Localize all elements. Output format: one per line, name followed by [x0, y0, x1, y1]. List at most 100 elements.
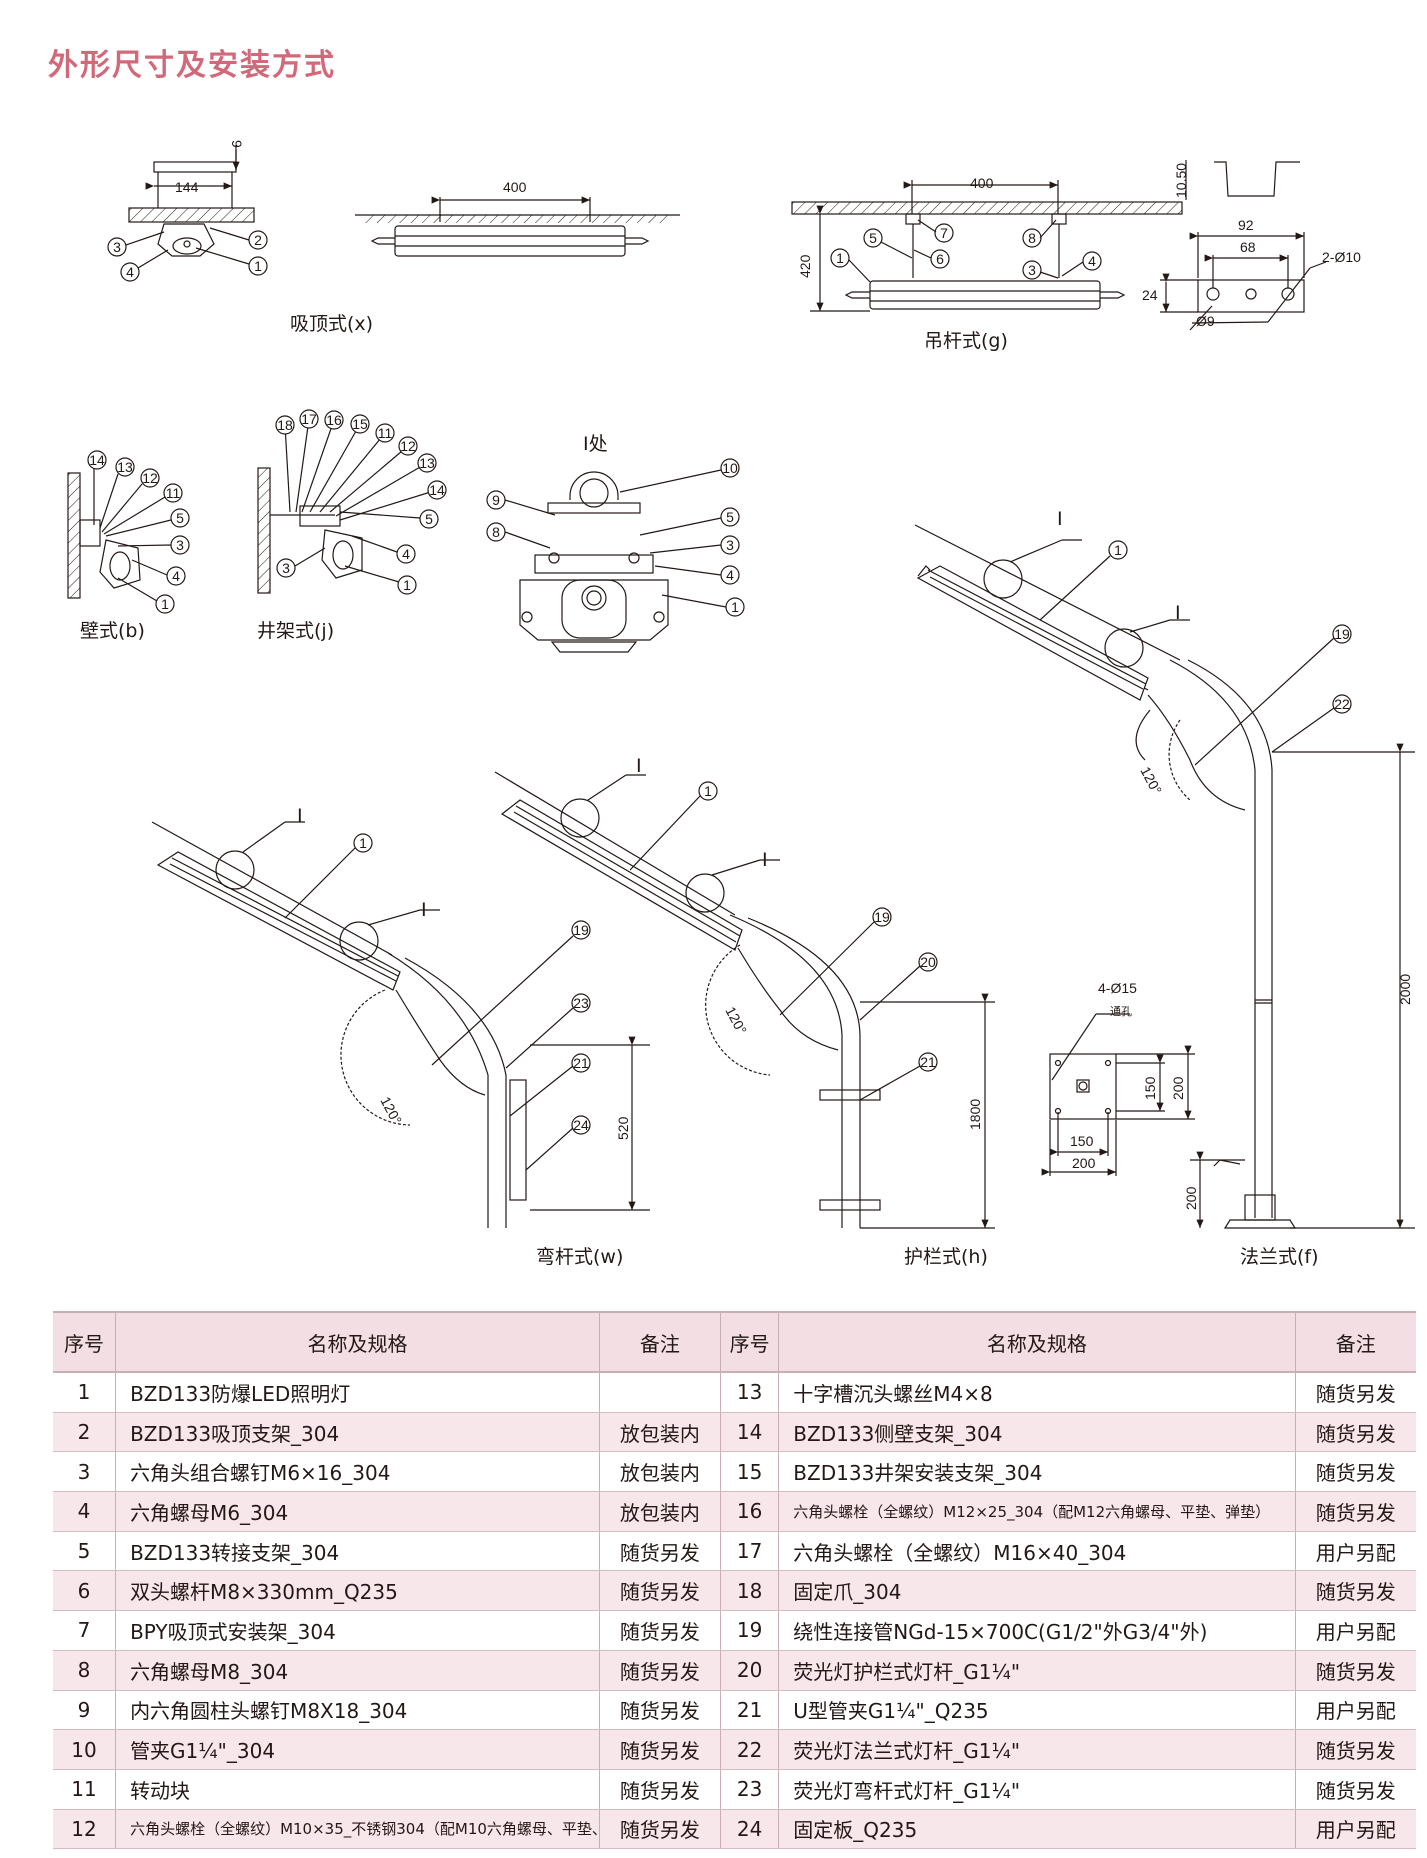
svg-text:13: 13	[419, 455, 435, 471]
cell-note: 随货另发	[599, 1690, 721, 1731]
installation-drawings: 吸顶式(x) 吊杆式(g) 壁式(b) 井架式(j) I处 弯杆式(w) 护栏式…	[67, 140, 1415, 1268]
caption-wall: 壁式(b)	[80, 620, 145, 642]
caption-flange: 法兰式(f)	[1240, 1246, 1319, 1268]
cell-note: 随货另发	[1295, 1729, 1416, 1770]
table-row: 12 六角头螺栓（全螺纹）M10×35_不锈钢304（配M10六角螺母、平垫、弹…	[53, 1809, 1416, 1850]
flange-200-v: 200	[1170, 1076, 1186, 1100]
dim-w-height: 520	[615, 1116, 631, 1140]
dim-x-length: 400	[503, 179, 527, 195]
cell-note: 随货另发	[599, 1769, 721, 1810]
cell-name: BZD133防爆LED照明灯	[115, 1372, 600, 1413]
table-row: 7 BPY吸顶式安装架_304 随货另发 19 绕性连接管NGd-15×700C…	[53, 1610, 1416, 1651]
table-row: 2 BZD133吸顶支架_304 放包装内 14 BZD133侧壁支架_304 …	[53, 1412, 1416, 1453]
header-no-1: 序号	[53, 1311, 117, 1373]
svg-text:1: 1	[254, 258, 262, 274]
svg-text:1: 1	[1114, 542, 1122, 558]
svg-text:1: 1	[359, 835, 367, 851]
cell-no: 2	[53, 1412, 117, 1453]
cell-name: 内六角圆柱头螺钉M8X18_304	[115, 1690, 600, 1731]
cell-no: 3	[53, 1451, 117, 1493]
cell-name: 十字槽沉头螺丝M4×8	[778, 1372, 1296, 1413]
flange-150-v: 150	[1142, 1076, 1158, 1100]
svg-text:3: 3	[1028, 262, 1036, 278]
svg-text:3: 3	[176, 537, 184, 553]
mark-i-h2: I	[762, 849, 768, 871]
cell-name: 荧光灯弯杆式灯杆_G1¼"	[778, 1769, 1296, 1810]
svg-text:9: 9	[492, 492, 500, 508]
cell-name: 六角头螺栓（全螺纹）M10×35_不锈钢304（配M10六角螺母、平垫、弹垫）	[115, 1809, 600, 1850]
cell-no: 12	[53, 1809, 117, 1850]
cell-name: BZD133侧壁支架_304	[778, 1412, 1296, 1453]
cell-name: 六角头螺栓（全螺纹）M16×40_304	[778, 1531, 1296, 1572]
cell-name: 管夹G1¼"_304	[115, 1729, 600, 1770]
svg-text:4: 4	[726, 567, 734, 583]
cell-note: 随货另发	[599, 1809, 721, 1850]
dimension-labels: 144 9 400 400 420 10.50 92 68 2-Ø10 24 Ø…	[175, 140, 1413, 1210]
table-row: 3 六角头组合螺钉M6×16_304 放包装内 15 BZD133井架安装支架_…	[53, 1451, 1416, 1493]
dim-g-d9: Ø9	[1196, 313, 1215, 329]
caption-guardrail: 护栏式(h)	[904, 1246, 988, 1268]
cell-no: 13	[720, 1372, 780, 1413]
cell-no: 10	[53, 1729, 117, 1770]
angle-w: 120°	[377, 1094, 405, 1127]
mark-i-f2: I	[1175, 602, 1181, 624]
cell-no: 21	[720, 1690, 780, 1731]
cell-no: 11	[53, 1769, 117, 1810]
page-title: 外形尺寸及安装方式	[48, 48, 336, 83]
svg-text:15: 15	[352, 416, 368, 432]
svg-text:14: 14	[89, 452, 105, 468]
table-row: 8 六角螺母M8_304 随货另发 20 荧光灯护栏式灯杆_G1¼" 随货另发	[53, 1650, 1416, 1691]
flange-150-h: 150	[1070, 1133, 1094, 1149]
flange-holes: 4-Ø15	[1098, 980, 1137, 996]
svg-text:5: 5	[726, 509, 734, 525]
cell-no: 8	[53, 1650, 117, 1691]
cell-note	[599, 1372, 721, 1413]
cell-no: 24	[720, 1809, 780, 1850]
cell-note: 随货另发	[599, 1610, 721, 1651]
table-header-row: 序号 名称及规格 备注 序号 名称及规格 备注	[53, 1311, 1416, 1373]
cell-note: 随货另发	[1295, 1412, 1416, 1453]
dim-g-length: 400	[970, 175, 994, 191]
cell-no: 18	[720, 1570, 780, 1612]
svg-text:3: 3	[726, 537, 734, 553]
svg-text:3: 3	[113, 239, 121, 255]
mark-i-w1: I	[297, 805, 303, 827]
cell-name: BZD133转接支架_304	[115, 1531, 600, 1572]
dim-x-height: 9	[229, 140, 245, 148]
svg-text:14: 14	[429, 482, 445, 498]
table-row: 10 管夹G1¼"_304 随货另发 22 荧光灯法兰式灯杆_G1¼" 随货另发	[53, 1729, 1416, 1770]
svg-text:12: 12	[400, 438, 416, 454]
mark-i-f1: I	[1057, 508, 1063, 530]
pendant-rod-drawing	[791, 160, 1327, 331]
cell-no: 15	[720, 1451, 780, 1493]
cell-note: 随货另发	[1295, 1650, 1416, 1691]
cell-no: 16	[720, 1491, 780, 1532]
dim-f-base: 200	[1183, 1186, 1199, 1210]
mark-i-w2: I	[421, 899, 427, 921]
table-row: 5 BZD133转接支架_304 随货另发 17 六角头螺栓（全螺纹）M16×4…	[53, 1531, 1416, 1572]
bent-pole-drawing	[151, 821, 650, 1228]
svg-text:18: 18	[277, 417, 293, 433]
table-row: 4 六角螺母M6_304 放包装内 16 六角头螺栓（全螺纹）M12×25_30…	[53, 1491, 1416, 1532]
cell-no: 19	[720, 1610, 780, 1651]
cell-note: 放包装内	[599, 1412, 721, 1453]
svg-text:11: 11	[166, 485, 181, 501]
cell-note: 用户另配	[1295, 1610, 1416, 1651]
mark-i-h1: I	[636, 755, 642, 777]
dim-h-height: 1800	[967, 1099, 983, 1130]
cell-no: 1	[53, 1372, 117, 1413]
cell-note: 随货另发	[599, 1729, 721, 1770]
parts-table: 序号 名称及规格 备注 序号 名称及规格 备注 1 BZD133防爆LED照明灯…	[53, 1311, 1416, 1850]
cell-no: 7	[53, 1610, 117, 1651]
svg-text:10: 10	[722, 460, 738, 476]
dim-g-92: 92	[1238, 217, 1254, 233]
header-note-2: 备注	[1295, 1311, 1416, 1373]
cell-name: 六角头螺栓（全螺纹）M12×25_304（配M12六角螺母、平垫、弹垫）	[778, 1491, 1296, 1532]
svg-text:5: 5	[176, 510, 184, 526]
svg-text:19: 19	[874, 909, 890, 925]
caption-derrick: 井架式(j)	[257, 620, 334, 642]
cell-note: 随货另发	[1295, 1372, 1416, 1413]
derrick-mount-drawing	[257, 409, 447, 595]
header-name-1: 名称及规格	[115, 1311, 600, 1373]
